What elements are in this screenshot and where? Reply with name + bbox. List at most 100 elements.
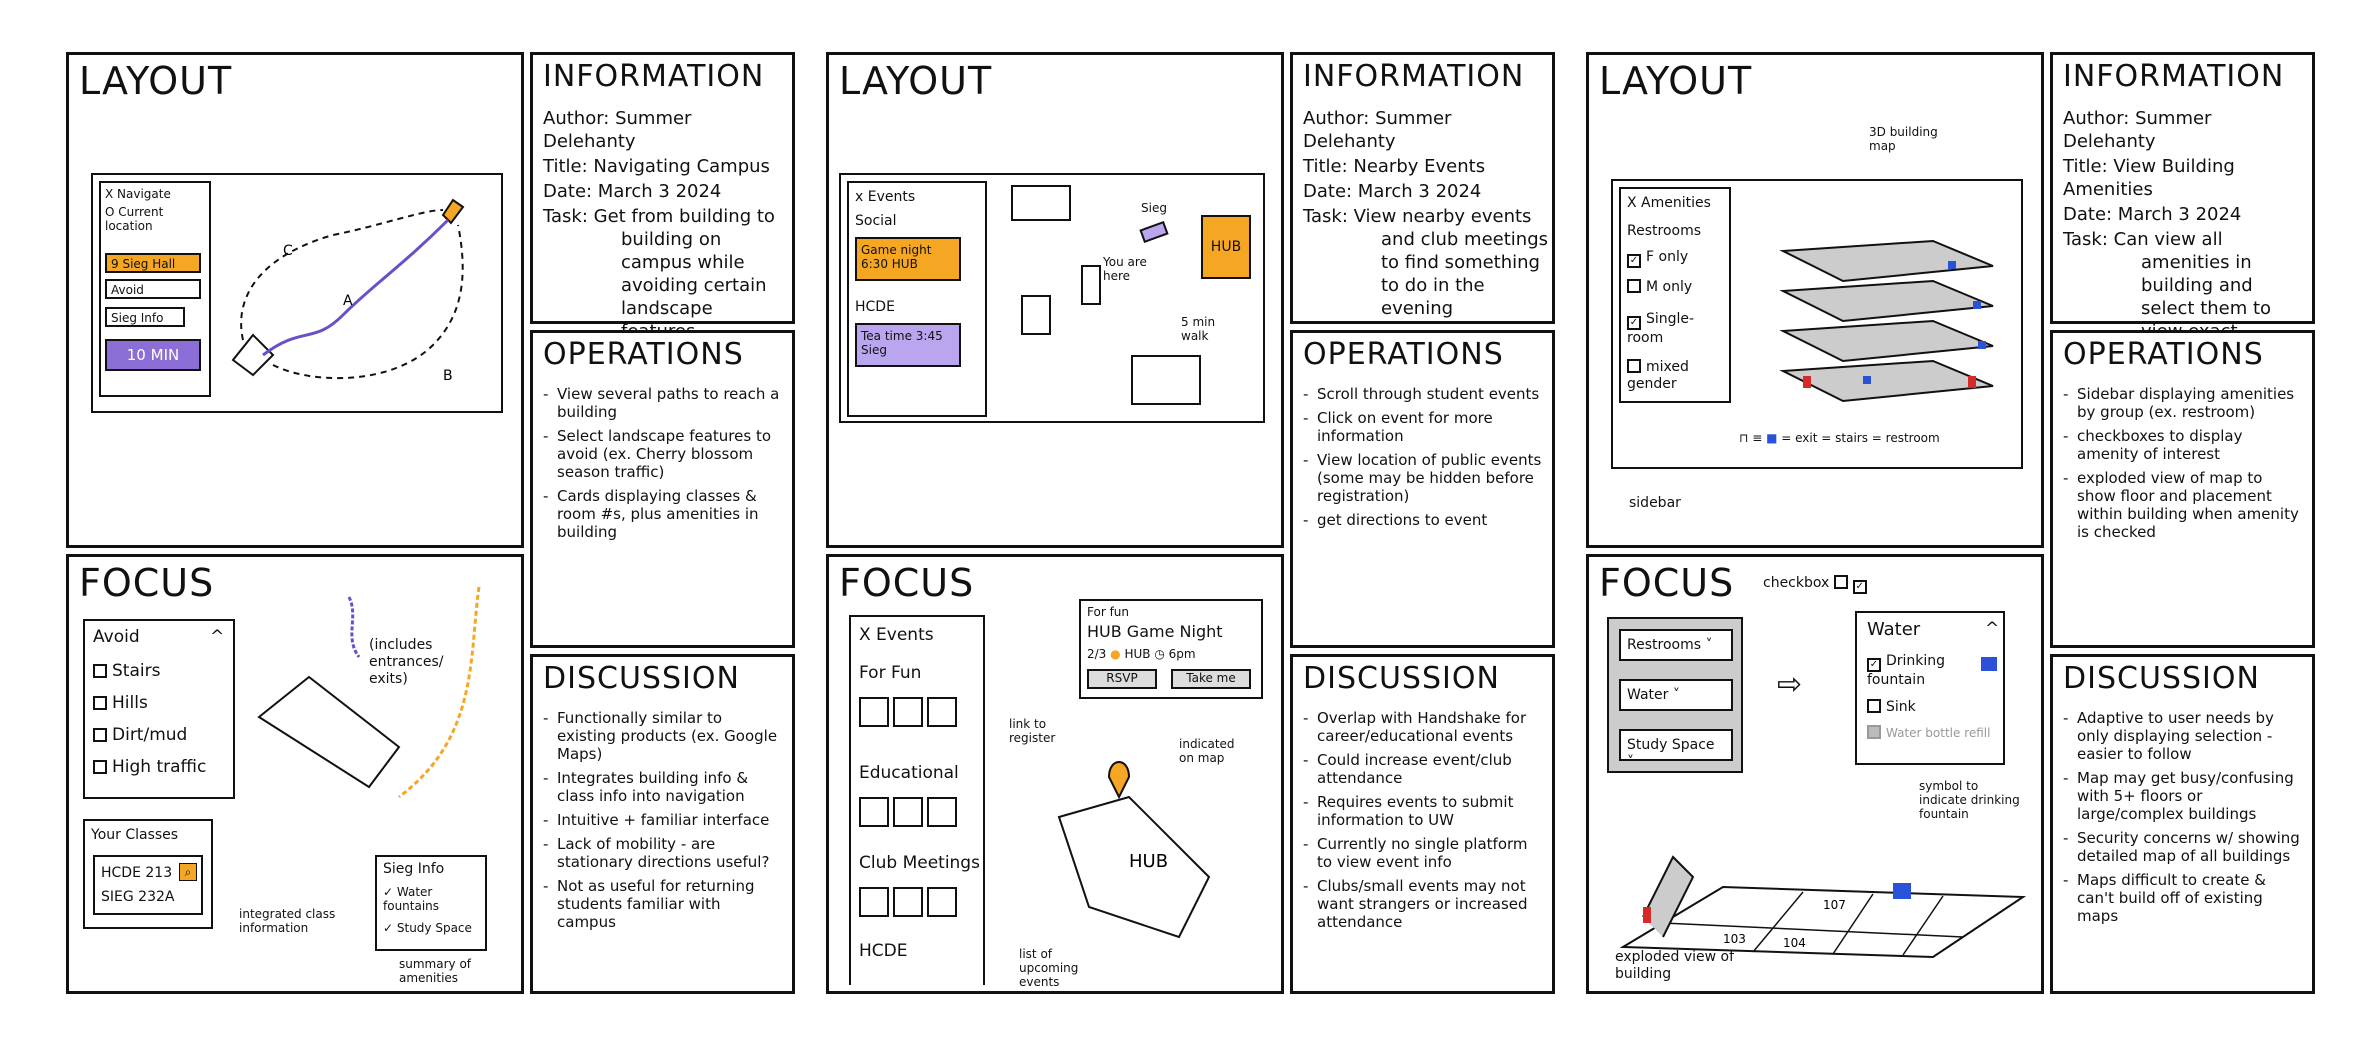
p2-fun-card-2[interactable] <box>893 697 923 727</box>
p2-club-card-3[interactable] <box>927 887 957 917</box>
p3-sink-label: Sink <box>1886 699 1916 715</box>
p1-avoid-dropdown[interactable]: Avoid <box>105 279 201 299</box>
p1-opt-hills[interactable]: Hills <box>93 693 148 713</box>
p2-edu-card-3[interactable] <box>927 797 957 827</box>
p1-info-box: INFORMATION Author: Summer Delehanty Tit… <box>530 52 795 324</box>
p3-layout-title: LAYOUT <box>1599 59 1752 103</box>
p1-search-icon[interactable]: ⌕ <box>179 863 197 881</box>
p1-disc-list: Functionally similar to existing product… <box>543 709 783 937</box>
p2-edu-card-1[interactable] <box>859 797 889 827</box>
p1-traffic-checkbox[interactable] <box>93 760 107 774</box>
p1-sieg-item-2: ✓ Study Space <box>383 921 472 935</box>
p1-info-body: Author: Summer Delehanty Title: Navigati… <box>543 107 788 345</box>
p2-layout-title: LAYOUT <box>839 59 992 103</box>
p2-take-me-button[interactable]: Take me <box>1171 669 1251 689</box>
p1-class-1[interactable]: HCDE 213 <box>101 865 172 882</box>
p1-traffic-label: High traffic <box>112 757 206 777</box>
p1-disc-2: Integrates building info & class info in… <box>543 769 783 805</box>
p1-route-b: B <box>443 368 453 384</box>
p2-event-card[interactable]: For fun HUB Game Night 2/3 ● HUB ◷ 6pm R… <box>1079 599 1263 699</box>
p2-author: Author: Summer Delehanty <box>1303 107 1548 153</box>
p3-water-caret[interactable]: ^ <box>1985 619 1999 639</box>
p2-info-title-line: Title: Nearby Events <box>1303 155 1548 178</box>
p2-op-4: get directions to event <box>1303 511 1543 529</box>
p3-opt-bottle[interactable]: Water bottle refill <box>1867 725 1997 740</box>
p3-drinking-checkbox[interactable]: ✓ <box>1867 658 1881 672</box>
p1-layout-frame: X Navigate O Current location 9 Sieg Hal… <box>91 173 503 413</box>
p3-restrooms-dropdown[interactable]: Restrooms ˅ <box>1619 629 1733 661</box>
p1-dirt-checkbox[interactable] <box>93 728 107 742</box>
p2-focus-box: FOCUS X Events For Fun Educational Club … <box>826 554 1284 994</box>
p3-room-107: 107 <box>1823 898 1846 912</box>
p3-water-dropdown[interactable]: Water ˅ <box>1619 679 1733 711</box>
p1-nav-header: X Navigate <box>105 187 171 201</box>
p2-edu-card-2[interactable] <box>893 797 923 827</box>
p3-stairs-icon: ≡ <box>1752 431 1762 445</box>
p2-disc-list: Overlap with Handshake for career/educat… <box>1303 709 1543 937</box>
p2-game-night-card[interactable]: Game night 6:30 HUB <box>855 237 961 281</box>
p1-opt-stairs[interactable]: Stairs <box>93 661 160 681</box>
p1-time-button[interactable]: 10 MIN <box>105 339 201 371</box>
p1-focus-box: FOCUS Avoid ^ Stairs Hills Dirt/mud High… <box>66 554 524 994</box>
p2-for-fun-label: For Fun <box>859 663 921 683</box>
p2-club-card-1[interactable] <box>859 887 889 917</box>
p1-note-summary: summary of amenities <box>399 957 509 985</box>
p2-card-category: For fun <box>1087 605 1129 619</box>
p2-building-1 <box>1011 185 1071 221</box>
p1-hills-checkbox[interactable] <box>93 696 107 710</box>
p3-example-checkbox-checked: ✓ <box>1853 580 1867 594</box>
p1-info-title-line: Title: Navigating Campus <box>543 155 788 178</box>
p2-note-register: link to register <box>1009 717 1069 745</box>
p3-ops-box: OPERATIONS Sidebar displaying amenities … <box>2050 330 2315 648</box>
p3-f-only-checkbox[interactable]: ✓ <box>1627 254 1641 268</box>
p1-avoid-caret[interactable]: ^ <box>210 627 224 647</box>
p3-opt-f-only[interactable]: ✓F only <box>1627 249 1688 268</box>
p1-class-2[interactable]: SIEG 232A <box>101 889 174 906</box>
p2-fun-card-1[interactable] <box>859 697 889 727</box>
p3-water-panel: Water ^ ✓Drinking fountain Sink Water bo… <box>1855 611 2005 765</box>
p3-ops-list: Sidebar displaying amenities by group (e… <box>2063 385 2303 547</box>
p2-op-2: Click on event for more information <box>1303 409 1543 445</box>
p3-opt-drinking[interactable]: ✓Drinking fountain <box>1867 653 1977 689</box>
p1-stairs-checkbox[interactable] <box>93 664 107 678</box>
p3-info-title: INFORMATION <box>2063 59 2284 94</box>
p3-m-only-checkbox[interactable] <box>1627 279 1641 293</box>
p2-card-time: 6pm <box>1169 647 1196 661</box>
p3-single-checkbox[interactable]: ✓ <box>1627 316 1641 330</box>
p1-sieg-hall[interactable]: 9 Sieg Hall <box>105 253 201 273</box>
p3-disc-box: DISCUSSION Adaptive to user needs by onl… <box>2050 654 2315 994</box>
p2-fun-card-3[interactable] <box>927 697 957 727</box>
p3-opt-mixed[interactable]: mixed gender <box>1627 359 1727 393</box>
p1-disc-4: Lack of mobility - are stationary direct… <box>543 835 783 871</box>
p3-amenities-header: X Amenities <box>1627 195 1711 212</box>
p1-opt-dirt[interactable]: Dirt/mud <box>93 725 187 745</box>
p3-bottle-checkbox[interactable] <box>1867 725 1881 739</box>
p3-opt-m-only[interactable]: M only <box>1627 279 1692 296</box>
p3-opt-single[interactable]: ✓Single-room <box>1627 311 1727 347</box>
p2-info-box: INFORMATION Author: Summer Delehanty Tit… <box>1290 52 1555 324</box>
p1-sieg-info-dropdown[interactable]: Sieg Info <box>105 307 185 327</box>
p3-restroom-icon: ■ <box>1766 431 1777 445</box>
p2-educational-label: Educational <box>859 763 959 783</box>
p3-water-text: Water <box>1627 687 1668 703</box>
p3-building-map <box>1743 191 2013 411</box>
p2-tea-time-card[interactable]: Tea time 3:45 Sieg <box>855 323 961 367</box>
p3-sidebar-note: sidebar <box>1629 495 1681 512</box>
p3-info-box: INFORMATION Author: Summer Delehanty Tit… <box>2050 52 2315 324</box>
p2-disc-2: Could increase event/club attendance <box>1303 751 1543 787</box>
p2-rsvp-button[interactable]: RSVP <box>1087 669 1157 689</box>
p1-opt-traffic[interactable]: High traffic <box>93 757 206 777</box>
p3-checkbox-note-text: checkbox <box>1763 575 1829 591</box>
p1-sieg-item-1: ✓ Water fountains <box>383 885 483 913</box>
p1-stairs-label: Stairs <box>112 661 160 681</box>
p2-hcde-label: HCDE <box>855 299 895 316</box>
p3-sink-checkbox[interactable] <box>1867 699 1881 713</box>
p2-club-card-2[interactable] <box>893 887 923 917</box>
p3-opt-sink[interactable]: Sink <box>1867 699 1916 716</box>
p2-map-hub: HUB <box>1129 851 1168 872</box>
p3-exit-icon: ⊓ <box>1739 431 1748 445</box>
p3-disc-2: Map may get busy/confusing with 5+ floor… <box>2063 769 2303 823</box>
p3-mixed-checkbox[interactable] <box>1627 359 1641 373</box>
p1-sieg-panel: Sieg Info ✓ Water fountains ✓ Study Spac… <box>375 855 487 951</box>
p3-study-dropdown[interactable]: Study Space ˅ <box>1619 729 1733 761</box>
